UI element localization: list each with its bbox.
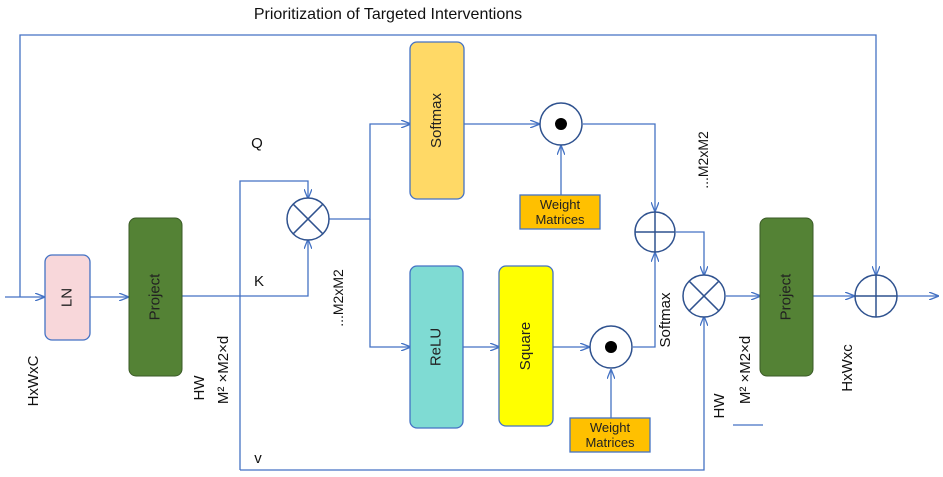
weight-matrices-bottom bbox=[569, 417, 651, 453]
dot-bottom-to-add-arrow bbox=[633, 253, 655, 348]
relu-block bbox=[409, 265, 464, 429]
hw-left-label: HW bbox=[191, 375, 208, 401]
dot-op-top bbox=[539, 102, 583, 146]
ln-label: LN bbox=[58, 288, 75, 307]
weight-bottom-line1: Weight bbox=[590, 420, 631, 435]
dot-top-to-add-arrow bbox=[583, 123, 655, 211]
diagram-title: Prioritization of Targeted Interventions bbox=[254, 6, 522, 23]
multiply-op-left bbox=[286, 197, 330, 241]
square-label: Square bbox=[517, 322, 534, 370]
multiply-op-right bbox=[682, 274, 726, 318]
project-right-label: Project bbox=[777, 273, 794, 321]
mul-to-relu-arrow bbox=[369, 219, 410, 347]
dims-left-label: M² ×M2×d bbox=[215, 336, 232, 404]
mul-to-softmax-arrow bbox=[329, 124, 410, 220]
weight-top-line2: Matrices bbox=[535, 212, 585, 227]
project-left-label: Project bbox=[146, 273, 163, 321]
square-block bbox=[498, 265, 554, 427]
ln-block bbox=[44, 254, 91, 341]
relu-label: ReLU bbox=[427, 328, 444, 366]
weight-matrices-top bbox=[519, 194, 601, 230]
q-label: Q bbox=[251, 135, 263, 152]
add-to-mul-arrow bbox=[676, 231, 704, 275]
m2xm2-right-label: ...M2xM2 bbox=[695, 131, 711, 189]
project-block-left bbox=[128, 217, 183, 377]
q-path bbox=[239, 180, 308, 470]
hxwxc-output-label: HxWxc bbox=[839, 344, 856, 392]
weight-top-line1: Weight bbox=[540, 197, 581, 212]
v-label: v bbox=[254, 450, 262, 467]
add-op-middle bbox=[634, 211, 676, 253]
hxwxc-input-label: HxWxC bbox=[25, 355, 42, 406]
softmax-block bbox=[409, 41, 465, 200]
m2xm2-left-label: ...M2xM2 bbox=[330, 269, 346, 327]
project-block-right bbox=[759, 217, 814, 377]
v-path bbox=[240, 317, 704, 471]
weight-bottom-line2: Matrices bbox=[585, 435, 635, 450]
softmax-side-label: Softmax bbox=[657, 292, 674, 348]
skip-connection bbox=[19, 34, 876, 297]
dot-op-bottom bbox=[589, 325, 633, 369]
k-path bbox=[182, 240, 308, 297]
softmax-block-label: Softmax bbox=[428, 92, 445, 148]
dims-right-label: M² ×M2×d bbox=[737, 336, 754, 404]
k-label: K bbox=[254, 273, 264, 290]
add-op-output bbox=[854, 274, 898, 318]
hw-right-label: HW bbox=[711, 393, 728, 419]
